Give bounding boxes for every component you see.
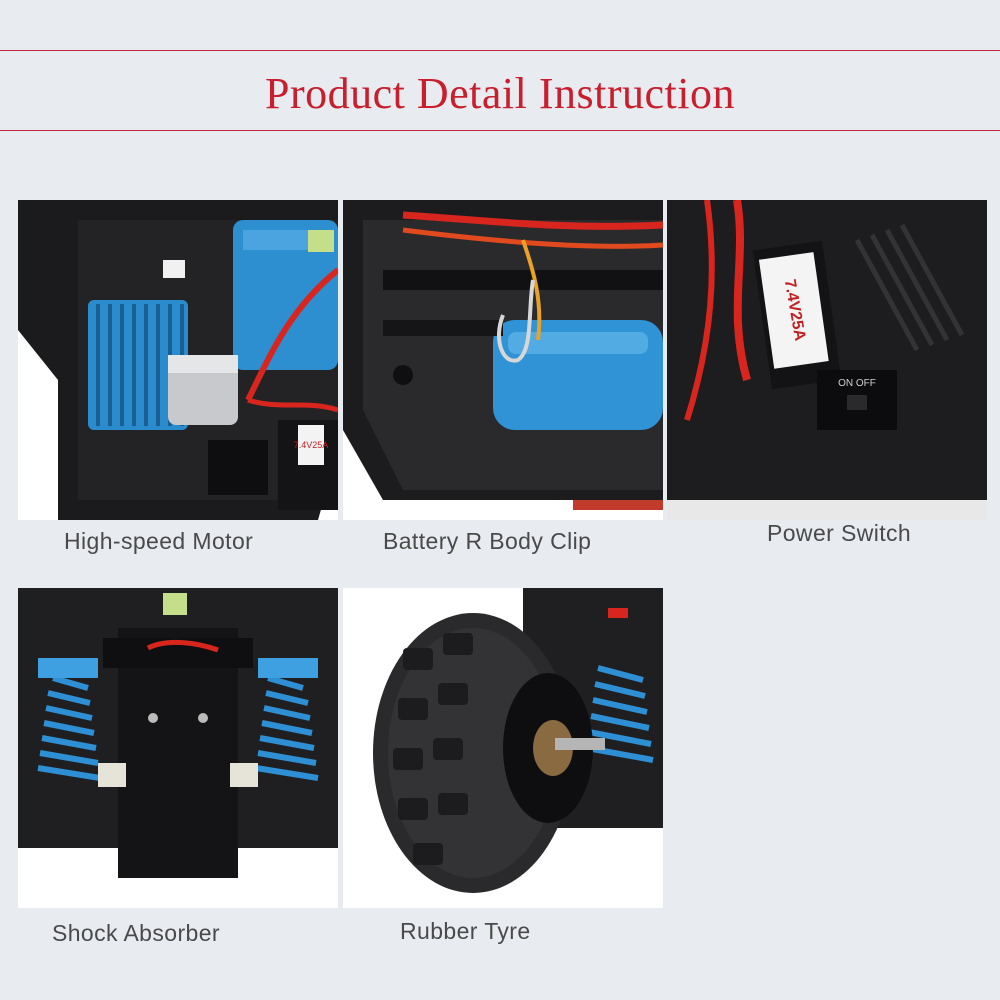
power-switch-image: 7.4V25A ON OFF [667,200,987,520]
rubber-tyre-caption: Rubber Tyre [400,918,531,944]
motor-image: 7.4V25A [18,200,338,520]
shock-absorber-caption: Shock Absorber [52,920,220,946]
shock-absorber-photo [18,588,338,908]
motor-caption: High-speed Motor [64,528,254,554]
bottom-divider [0,130,1000,131]
power-switch-caption: Power Switch [767,520,912,546]
rubber-tyre-photo [343,588,663,908]
motor-photo: 7.4V25A [18,200,338,520]
esc-label: 7.4V25A [294,440,329,450]
page-title: Product Detail Instruction [264,69,735,118]
shock-absorber-image [18,588,338,908]
battery-clip-caption: Battery R Body Clip [383,528,592,554]
top-divider [0,50,1000,51]
switch-label: ON OFF [838,378,876,389]
battery-clip-image [343,200,663,520]
battery-clip-photo [343,200,663,520]
rubber-tyre-image [343,588,663,908]
power-switch-photo: 7.4V25A ON OFF [667,200,987,520]
